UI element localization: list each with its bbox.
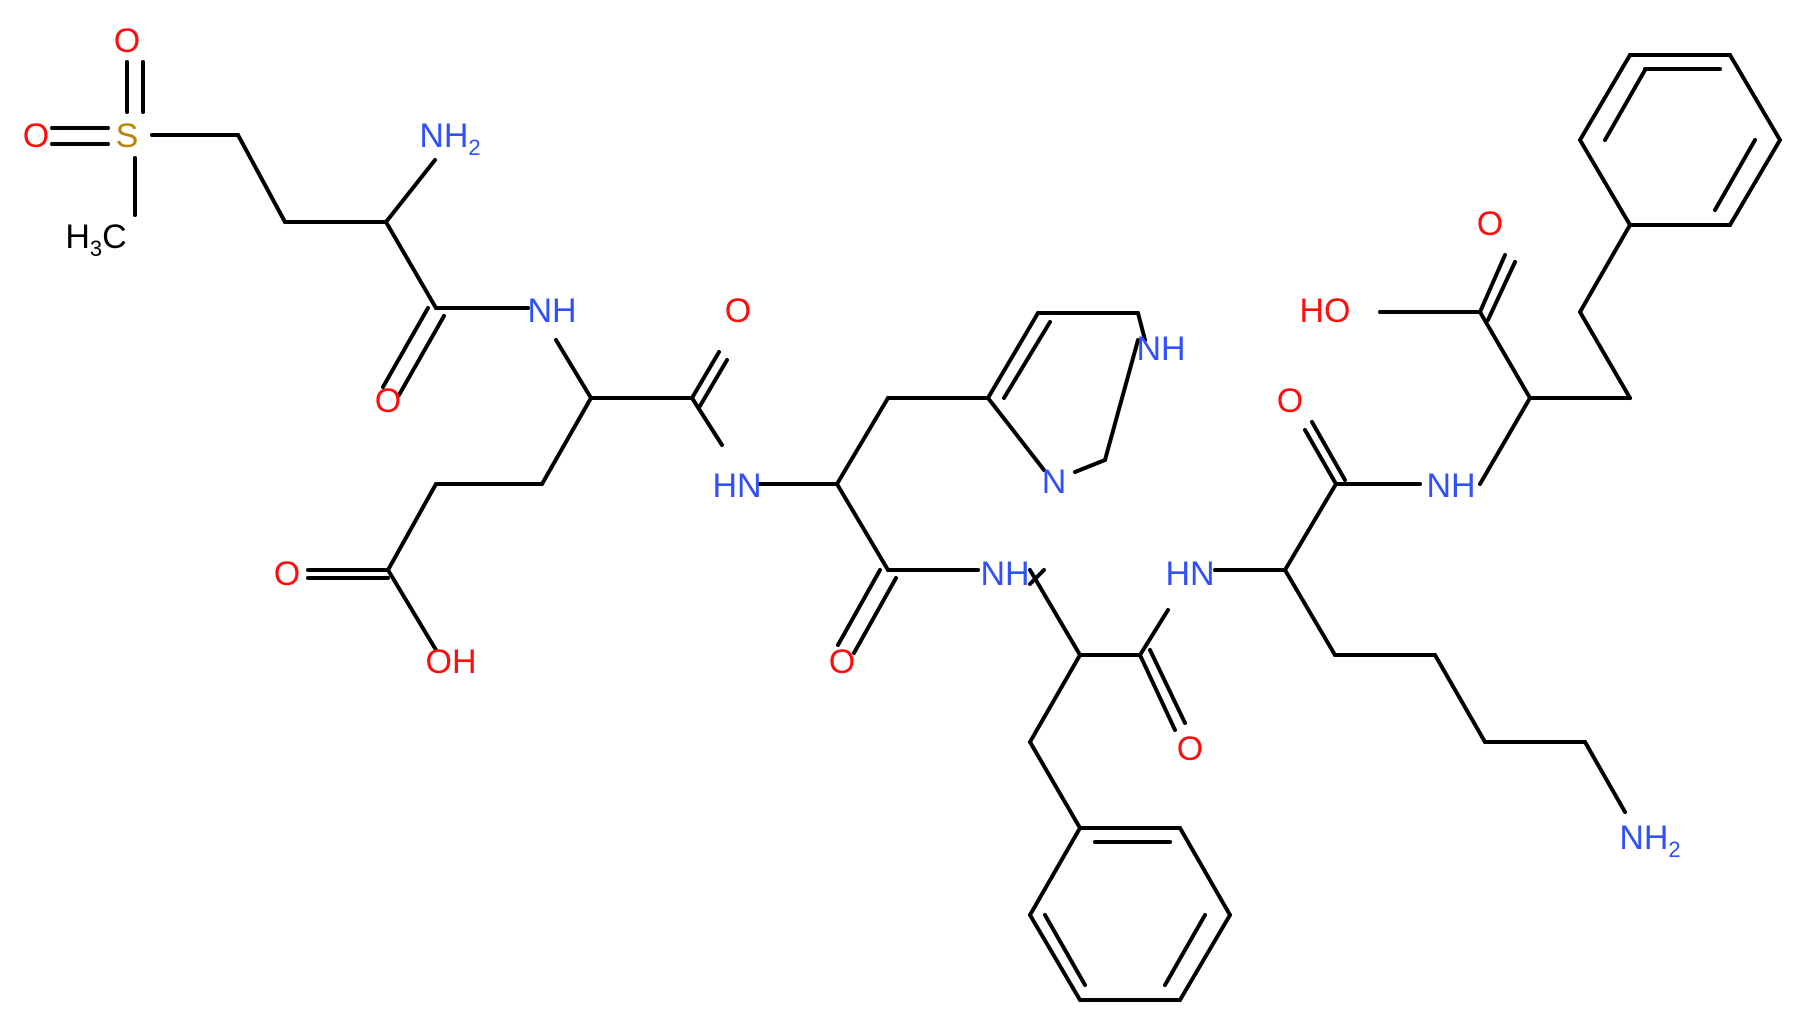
- bond-line-56: [1283, 482, 1338, 572]
- bond-line-43: [1148, 648, 1187, 725]
- atom-label-o8: O: [1177, 730, 1203, 768]
- bond-line-34: [1136, 311, 1147, 342]
- atom-label-o4: O: [725, 292, 751, 330]
- bond-line-58: [1310, 420, 1347, 482]
- atom-label-n7: HN: [1165, 555, 1214, 593]
- atom-label-n5: N: [1042, 463, 1067, 501]
- bond-line-50: [1028, 913, 1082, 1002]
- bond-line-6: [236, 133, 287, 224]
- bond-line-29: [836, 568, 882, 647]
- bond-line-65: [1478, 396, 1532, 486]
- bond-line-44: [1028, 653, 1082, 744]
- bond-line-74: [1578, 53, 1632, 142]
- bond-line-30: [852, 576, 898, 655]
- bond-line-54: [1043, 913, 1087, 987]
- bond-line-8: [384, 158, 437, 224]
- atom-label-s1: S: [116, 117, 139, 155]
- bond-line-47: [1178, 826, 1232, 917]
- bond-line-70: [1486, 260, 1517, 322]
- bond-line-20: [386, 568, 438, 652]
- bond-line-42: [1138, 653, 1177, 732]
- bond-line-22: [698, 358, 729, 408]
- bond-line-71: [1578, 310, 1632, 400]
- bond-line-76: [1728, 53, 1782, 142]
- atom-label-o10: O: [1477, 205, 1503, 243]
- bond-line-32: [1002, 320, 1052, 400]
- bond-line-77: [1728, 138, 1782, 227]
- atom-label-o3: O: [375, 382, 401, 420]
- bond-line-73: [1578, 138, 1632, 227]
- bond-line-45: [1028, 740, 1082, 830]
- atom-label-n6: NH: [980, 555, 1029, 593]
- atom-label-o2: O: [23, 117, 49, 155]
- atom-label-n1: NH2: [419, 117, 480, 160]
- bond-line-80: [1713, 138, 1757, 212]
- bond-line-81: [1603, 68, 1647, 142]
- bond-line-11: [381, 306, 430, 389]
- bond-line-37: [986, 396, 1046, 472]
- bond-line-60: [1283, 568, 1337, 657]
- atom-label-o5: O: [274, 555, 300, 593]
- bond-line-21: [690, 350, 721, 400]
- bond-line-57: [1303, 428, 1338, 486]
- bond-line-51: [1028, 826, 1082, 917]
- bond-line-69: [1478, 253, 1507, 314]
- bond-line-41: [1138, 608, 1170, 657]
- bond-line-12: [397, 314, 446, 397]
- bond-line-62: [1433, 653, 1487, 744]
- bond-line-72: [1578, 223, 1632, 314]
- atom-label-n8: NH: [1426, 467, 1475, 505]
- bond-line-17: [386, 482, 438, 572]
- atom-label-n2: NH: [527, 292, 576, 330]
- atom-label-o9: O: [1277, 382, 1303, 420]
- bond-line-15: [540, 396, 593, 486]
- atom-label-o11: HO: [1300, 292, 1351, 330]
- bond-line-23: [690, 396, 724, 447]
- bond-line-9: [384, 220, 438, 310]
- atom-label-n4: NH: [1136, 330, 1185, 368]
- atom-label-o6: OH: [426, 643, 477, 681]
- bond-layer: [50, 53, 1782, 1002]
- bond-line-25: [835, 396, 890, 486]
- bond-line-48: [1178, 913, 1232, 1002]
- atom-label-o7: O: [829, 643, 855, 681]
- bond-line-53: [1163, 913, 1207, 987]
- bond-line-38: [1028, 568, 1046, 586]
- bond-line-67: [1478, 310, 1532, 400]
- atom-label-n9: NH2: [1619, 819, 1680, 862]
- bond-line-39: [1028, 568, 1082, 657]
- atom-label-o1: O: [114, 22, 140, 60]
- bond-line-64: [1583, 740, 1627, 814]
- atom-label-c1: H3C: [65, 218, 126, 261]
- bond-line-27: [835, 482, 890, 572]
- bond-line-31: [986, 311, 1040, 400]
- atom-label-n3: HN: [712, 467, 761, 505]
- bond-line-35: [1103, 338, 1140, 462]
- bond-line-36: [1073, 458, 1107, 474]
- bond-line-13: [554, 338, 593, 400]
